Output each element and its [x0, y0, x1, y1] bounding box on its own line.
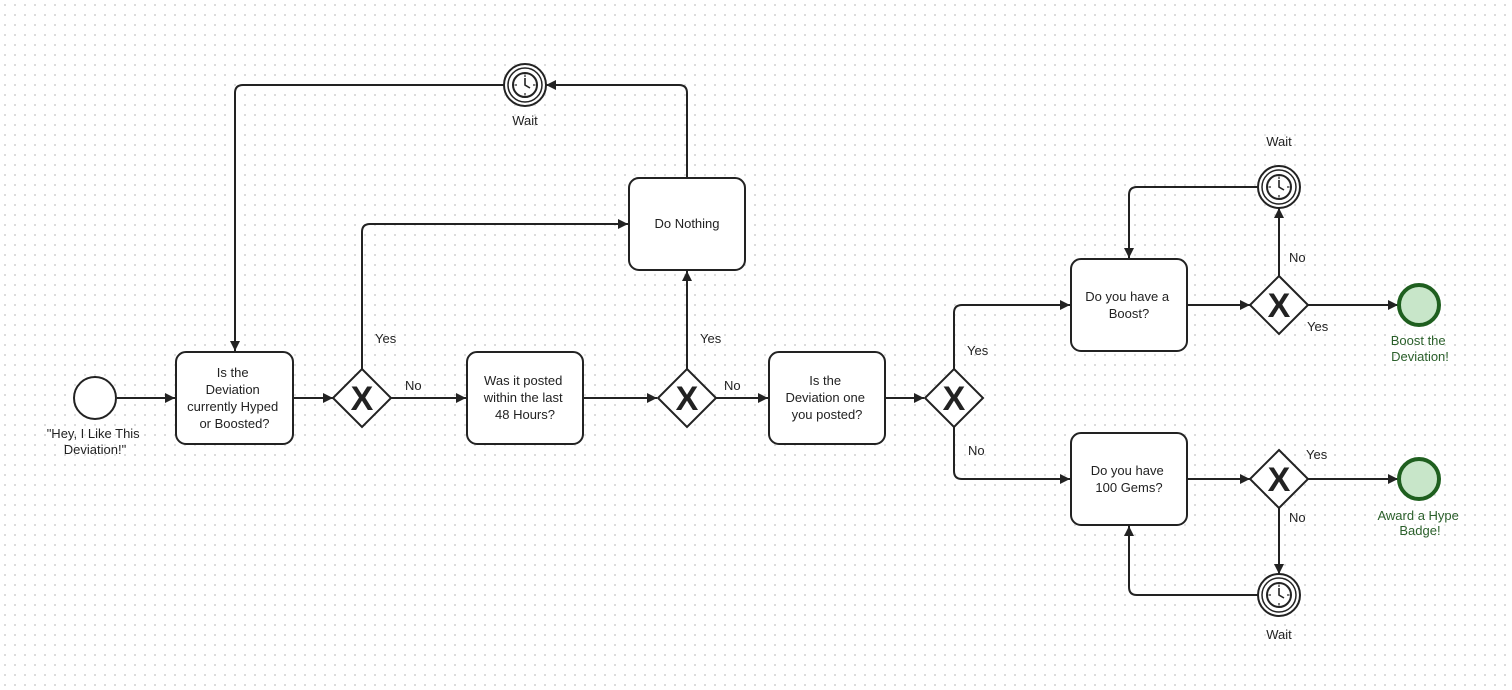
flow-timer-to-boost	[1124, 186, 1258, 258]
flow-timer-to-gems	[1124, 526, 1258, 596]
flow-label-gw2-yes: Yes	[700, 331, 722, 346]
flow-label-gw1-no: No	[405, 378, 422, 393]
gateway-boost[interactable]: X	[1248, 274, 1310, 336]
flow-label-gw3-no: No	[968, 443, 985, 458]
gateway-own[interactable]: X	[923, 367, 985, 429]
gateway-hyped[interactable]: X	[331, 367, 393, 429]
flow-timer-to-hyped	[230, 84, 504, 351]
task-do-nothing-label: Do Nothing	[654, 216, 719, 231]
task-have-boost-label: Do you have a Boost?	[1085, 289, 1172, 321]
task-hyped-check[interactable]: Is the Deviation currently Hyped or Boos…	[175, 351, 294, 445]
end-event-boost[interactable]: Boost the Deviation!	[1391, 283, 1450, 364]
end-event-boost-label: Boost the Deviation!	[1391, 333, 1450, 364]
task-have-gems-label: Do you have 100 Gems?	[1091, 463, 1168, 495]
task-do-nothing[interactable]: Do Nothing	[628, 177, 746, 271]
gateway-x-mark: X	[351, 380, 374, 418]
flow-label-gw4-yes: Yes	[1307, 319, 1329, 334]
flow-label-gw5-no: No	[1289, 510, 1306, 525]
flow-label-gw5-yes: Yes	[1306, 447, 1328, 462]
start-event-label: "Hey, I Like This Deviation!"	[47, 426, 144, 457]
timer-label: Wait	[1266, 134, 1292, 149]
timer-event-boost[interactable]: Wait	[1257, 134, 1301, 209]
timer-event-gems[interactable]: Wait	[1257, 573, 1301, 642]
start-event[interactable]: "Hey, I Like This Deviation!"	[47, 376, 144, 457]
flow-label-gw2-no: No	[724, 378, 741, 393]
task-posted-48h[interactable]: Was it posted within the last 48 Hours?	[466, 351, 584, 445]
task-own-deviation-label: Is the Deviation one you posted?	[785, 373, 868, 422]
task-have-boost[interactable]: Do you have a Boost?	[1070, 258, 1188, 352]
gateway-x-mark: X	[943, 380, 966, 418]
task-hyped-check-label: Is the Deviation currently Hyped or Boos…	[187, 365, 282, 431]
clock-icon	[1266, 174, 1292, 200]
task-posted-48h-label: Was it posted within the last 48 Hours?	[483, 373, 566, 422]
gateway-gems[interactable]: X	[1248, 448, 1310, 510]
gateway-x-mark: X	[1268, 287, 1291, 325]
flow-gw3-no-to-gems	[953, 427, 1070, 484]
task-have-gems[interactable]: Do you have 100 Gems?	[1070, 432, 1188, 526]
clock-icon	[512, 72, 538, 98]
flow-donothing-to-timer	[546, 80, 688, 177]
flow-gw3-yes-to-boost	[953, 300, 1070, 369]
clock-icon	[1266, 582, 1292, 608]
flow-label-gw3-yes: Yes	[967, 343, 989, 358]
flow-gw1-yes-to-donothing	[361, 219, 628, 369]
timer-label: Wait	[512, 113, 538, 128]
gateway-x-mark: X	[1268, 461, 1291, 499]
flow-labels: Yes No Yes No Yes No No Yes Yes No	[375, 250, 1329, 525]
timer-label: Wait	[1266, 627, 1292, 642]
sequence-flows	[117, 80, 1398, 596]
gateway-posted[interactable]: X	[656, 367, 718, 429]
flow-label-gw4-no: No	[1289, 250, 1306, 265]
task-own-deviation[interactable]: Is the Deviation one you posted?	[768, 351, 886, 445]
end-event-hype-label: Award a Hype Badge!	[1377, 508, 1462, 538]
end-event-hype[interactable]: Award a Hype Badge!	[1377, 457, 1462, 538]
flow-label-gw1-yes: Yes	[375, 331, 397, 346]
timer-event-top[interactable]: Wait	[503, 63, 547, 128]
gateway-x-mark: X	[676, 380, 699, 418]
